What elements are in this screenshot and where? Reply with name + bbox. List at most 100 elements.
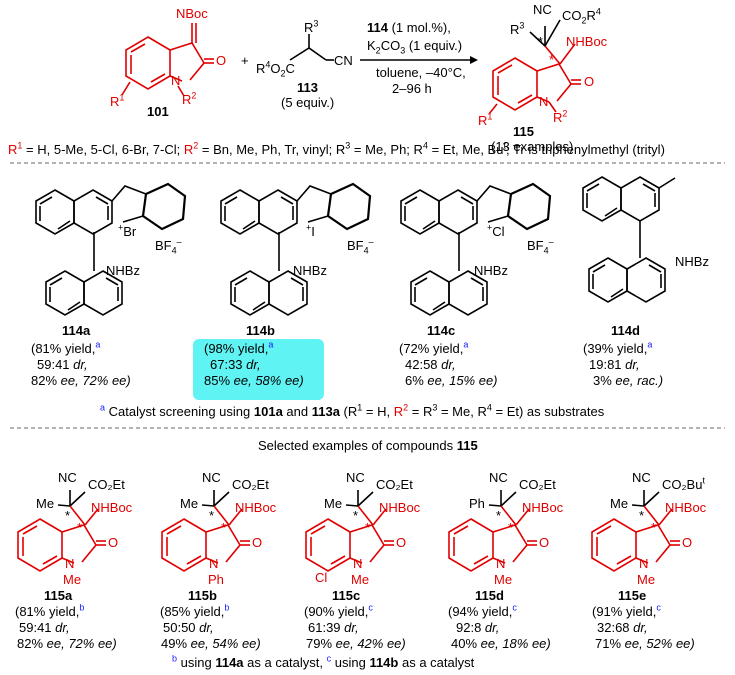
115e-star2: * [651,520,657,535]
115e-nhboc: NHBoc [665,500,707,515]
115b-o: O [252,535,263,550]
114b-label: 114b [246,323,275,338]
product-r1: R1 [478,111,493,128]
115e-nsub: Me [637,572,656,587]
115e-label: 115e [618,588,647,603]
arrow-catalyst: 114 (1 mol.%), [367,20,451,35]
115d-label: 115d [475,588,504,603]
115a-star1: * [65,508,71,523]
115c-label: 115c [332,588,361,603]
115a-label: 115a [44,588,73,603]
115c-nhboc: NHBoc [379,500,421,515]
115b-nhboc: NHBoc [235,500,277,515]
114c-cl: +Cl [487,222,505,239]
114c-ee: 6% ee, 15% ee) [405,373,498,388]
115a-o: O [108,535,119,550]
product-label: 115 [513,124,534,139]
substituent-definitions: R1 = H, 5-Me, 5-Cl, 6-Br, 7-Cl; R2 = Bn,… [8,140,665,157]
product-star2: * [549,52,555,67]
reactant101-r2: R2 [182,90,197,107]
115c-yield: (90% yield,c [304,602,373,619]
structure-115a [17,490,106,572]
arrow-base: K2CO3 (1 equiv.) [367,38,463,56]
114c-dr: 42:58 dr, [405,357,456,372]
structure-101 [121,23,214,97]
product-o: O [584,74,595,89]
reactant113-cn: CN [334,53,353,68]
114a-nhbz: NHBz [106,263,140,278]
115d-dr: 92:8 dr, [456,620,500,635]
114d-nhbz: NHBz [675,254,709,269]
115d-star1: * [496,508,502,523]
115b-star1: * [209,508,215,523]
115b-ester: CO₂Et [232,477,269,492]
115d-n: N [496,556,506,571]
115e-yield: (91% yield,c [592,602,661,619]
plus-sign: + [241,53,249,68]
115d-r: Ph [469,496,485,511]
115c-star1: * [353,508,359,523]
115e-r: Me [610,496,629,511]
reactant101-label: 101 [147,104,169,119]
115c-ee: 79% ee, 42% ee) [306,636,406,651]
arrow-solvent: toluene, –40°C, [376,65,466,80]
114b-anion: BF4– [347,236,374,256]
114a-dr: 59:41 dr, [37,357,88,372]
114d-ee: 3% ee, rac.) [593,373,664,388]
114d-yield: (39% yield,a [583,339,653,356]
product-nc: NC [533,2,552,17]
114d-label: 114d [611,323,640,338]
115d-o: O [539,535,550,550]
reactant101-n: N [171,73,181,88]
115c-ring-cl: Cl [315,570,328,585]
114c-anion: BF4– [527,236,554,256]
115c-n: N [353,556,363,571]
114b-dr: 67:33 dr, [210,357,261,372]
115d-ee: 40% ee, 18% ee) [451,636,551,651]
115b-star2: * [221,520,227,535]
115b-r: Me [180,496,199,511]
114c-yield: (72% yield,a [399,339,469,356]
structure-114c [400,182,552,316]
product-examples: (13 examples) [491,139,574,154]
product-n: N [539,94,549,109]
115c-nc: NC [346,470,365,485]
115b-ee: 49% ee, 54% ee) [161,636,261,651]
structure-115d [448,490,537,572]
product-r3: R3 [510,20,525,37]
reactant113-ester: R4O2C [256,59,295,79]
115a-n: N [65,556,75,571]
115b-nsub: Ph [208,572,224,587]
115a-nsub: Me [63,572,82,587]
115d-nsub: Me [494,572,513,587]
structure-115 [488,19,581,115]
114a-ee: 82% ee, 72% ee) [31,373,131,388]
reactant113-label: 113 [297,80,318,95]
115b-yield: (85% yield,b [160,602,230,619]
structure-115b [161,490,250,572]
reactant113-equiv: (5 equiv.) [281,95,335,110]
115e-ee: 71% ee, 52% ee) [595,636,695,651]
115e-ester: CO₂But [662,475,705,492]
114a-yield: (81% yield,a [31,339,101,356]
115b-nc: NC [202,470,221,485]
115e-dr: 32:68 dr, [597,620,648,635]
114b-yield: (98% yield,a [204,339,274,356]
115c-r: Me [324,496,343,511]
structure-115e [591,490,680,572]
115a-star2: * [77,520,83,535]
product-star1: * [538,34,544,49]
115c-dr: 61:39 dr, [308,620,359,635]
114a-label: 114a [62,323,91,338]
115b-dr: 50:50 dr, [163,620,214,635]
115a-dr: 59:41 dr, [19,620,70,635]
screening-footnote: a Catalyst screening using 101a and 113a… [100,402,605,419]
115a-yield: (81% yield,b [15,602,85,619]
115a-ester: CO₂Et [88,477,125,492]
115d-nc: NC [489,470,508,485]
reactant113-r3: R3 [304,18,319,35]
114d-dr: 19:81 dr, [589,357,640,372]
115c-star2: * [365,520,371,535]
115d-yield: (94% yield,c [448,602,517,619]
